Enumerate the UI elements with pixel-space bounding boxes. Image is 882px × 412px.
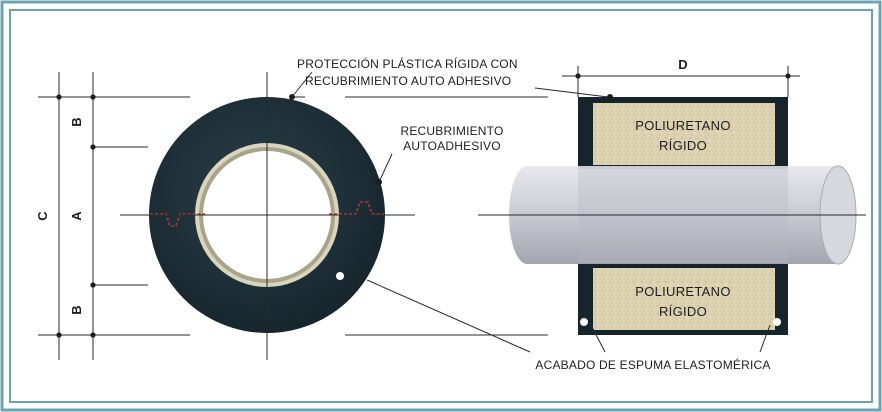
- leader-dot-shell-side: [607, 94, 613, 100]
- seal-notch-right: [329, 201, 384, 215]
- dimension-label-d: D: [678, 57, 687, 72]
- leader-dot-adhesive: [376, 179, 382, 185]
- core-bottom-line2: RÍGIDO: [659, 304, 707, 319]
- bottom-rigid-core: [593, 268, 775, 330]
- core-bottom-line1: POLIURETANO: [635, 284, 731, 299]
- seal-notch-left: [150, 213, 205, 227]
- rigid-shell-label-line2: RECUBRIMIENTO AUTO ADHESIVO: [305, 74, 511, 88]
- leader-dot-shell-ring: [289, 94, 295, 100]
- d-tick-right: [785, 73, 791, 79]
- leader-lines: [291, 71, 771, 353]
- foam-marker-left: [580, 318, 588, 326]
- self-adhesive-label-line1: RECUBRIMIENTO: [400, 124, 503, 138]
- dimension-label-c: C: [35, 211, 50, 221]
- dimension-label-b-bottom: B: [69, 305, 84, 314]
- self-adhesive-label-line2: AUTOADHESIVO: [403, 139, 501, 153]
- dimension-d-lines: [562, 66, 800, 97]
- foam-marker-right: [773, 318, 781, 326]
- dimension-ticks: [56, 94, 96, 338]
- foam-finish-label: ACABADO DE ESPUMA ELASTOMÉRICA: [535, 357, 770, 372]
- dimension-label-b-top: B: [69, 117, 84, 126]
- dimension-lines: [58, 72, 94, 360]
- d-tick-left: [575, 73, 581, 79]
- extension-lines: [38, 96, 548, 336]
- rigid-shell-label-line1: PROTECCIÓN PLÁSTICA RÍGIDA CON: [297, 56, 518, 71]
- dimension-label-a: A: [69, 211, 84, 221]
- core-top-line2: RÍGIDO: [659, 138, 707, 153]
- core-top-line1: POLIURETANO: [635, 118, 731, 133]
- foam-finish-marker: [336, 272, 344, 280]
- inner-frame: [9, 9, 873, 403]
- top-rigid-core: [593, 103, 775, 165]
